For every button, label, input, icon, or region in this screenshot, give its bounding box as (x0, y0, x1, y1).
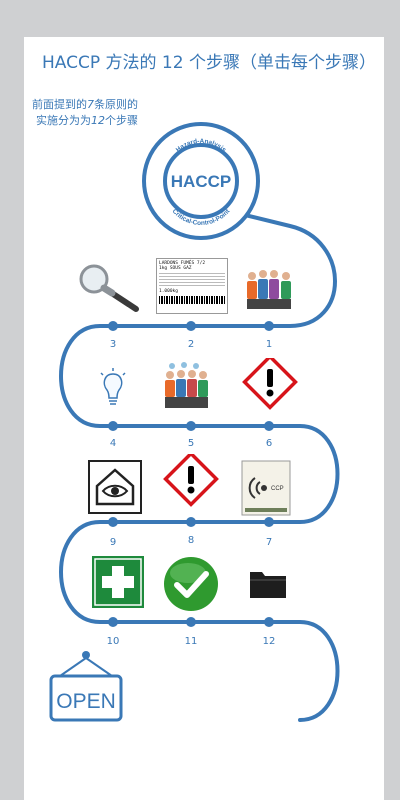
step-dot-12[interactable] (264, 617, 274, 627)
haccp-logo-icon[interactable]: Hazard-Analysis Critical-Control-Point H… (140, 120, 262, 242)
step-num-12: 12 (262, 636, 276, 647)
folder-icon[interactable] (248, 566, 288, 602)
subtitle-twelve: 12 (91, 114, 105, 127)
step-dot-4[interactable] (108, 421, 118, 431)
step-num-6: 6 (265, 438, 273, 449)
first-aid-icon[interactable] (92, 556, 144, 608)
step-num-8: 8 (187, 535, 195, 546)
magnifier-icon[interactable] (76, 262, 142, 314)
subtitle-seven: 7 (87, 98, 94, 111)
product-label-icon[interactable]: LARDONS FUMÉS 7/2 1kg SOUS GAZ 1.000kg (156, 258, 228, 314)
step-dot-11[interactable] (186, 617, 196, 627)
logo-center-text: HACCP (171, 172, 231, 191)
subtitle: 前面提到的7条原则的实施分为为12个步骤 (28, 97, 138, 129)
step-num-7: 7 (265, 537, 273, 548)
step-dot-7[interactable] (264, 517, 274, 527)
step-dot-2[interactable] (186, 321, 196, 331)
team-ideas-icon[interactable] (162, 362, 212, 410)
step-dot-9[interactable] (108, 517, 118, 527)
subtitle-pre: 前面提到的 (32, 98, 87, 111)
open-sign-text: OPEN (56, 690, 116, 713)
step-num-9: 9 (109, 537, 117, 548)
subtitle-mid: 条原则的实施分为为 (36, 98, 138, 127)
step-num-3: 3 (109, 339, 117, 350)
label-line2: 1kg SOUS GAZ (159, 266, 192, 271)
step-num-4: 4 (109, 438, 117, 449)
barcode-icon (159, 296, 225, 304)
step-dot-6[interactable] (264, 421, 274, 431)
team-icon[interactable] (244, 264, 296, 312)
step-num-5: 5 (187, 438, 195, 449)
open-sign-icon[interactable]: OPEN (48, 650, 124, 724)
step-num-11: 11 (184, 636, 198, 647)
step-dot-10[interactable] (108, 617, 118, 627)
house-eye-icon[interactable] (88, 460, 142, 514)
step-dot-3[interactable] (108, 321, 118, 331)
step-dot-1[interactable] (264, 321, 274, 331)
step-dot-5[interactable] (186, 421, 196, 431)
step-num-10: 10 (106, 636, 120, 647)
check-icon[interactable] (162, 555, 220, 613)
label-ingredients (159, 273, 225, 287)
label-line1: LARDONS FUMÉS 7/2 (159, 261, 206, 266)
step-num-2: 2 (187, 339, 195, 350)
ccp-icon[interactable]: CCP (241, 460, 291, 516)
hazard-icon[interactable] (240, 358, 300, 414)
hazard-icon[interactable] (160, 454, 222, 512)
step-dot-8[interactable] (186, 517, 196, 527)
page-title: HACCP 方法的 12 个步骤（单击每个步骤） (42, 53, 376, 73)
label-weight: 1.000kg (159, 289, 178, 294)
lightbulb-icon[interactable] (98, 368, 128, 408)
step-num-1: 1 (265, 339, 273, 350)
ccp-text: CCP (271, 486, 284, 492)
subtitle-post: 个步骤 (105, 114, 138, 127)
